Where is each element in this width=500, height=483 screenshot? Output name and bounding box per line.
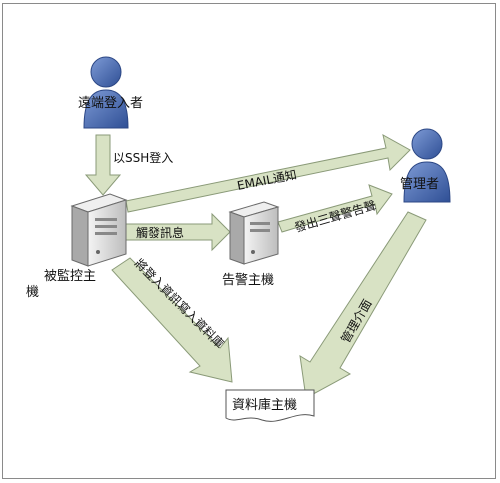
trigger-message-label: 觸發訊息 — [136, 225, 184, 240]
monitored-host-label-line2: 機 — [26, 285, 39, 300]
ssh-login-arrow — [84, 134, 122, 196]
person-icon — [403, 128, 451, 203]
database-icon — [225, 389, 315, 422]
server-icon — [228, 201, 280, 265]
db-host-label: 資料庫主機 — [232, 398, 297, 413]
ssh-login-label: 以SSH登入 — [113, 150, 173, 165]
monitored-host-label-line1: 被監控主 — [44, 268, 96, 284]
db-host-node: 資料庫主機 — [225, 389, 315, 422]
remote-user-label: 遠端登入者 — [78, 96, 143, 111]
admin-node: 管理者 — [400, 128, 451, 203]
monitored-host-node: 被監控主 機 — [26, 193, 128, 300]
alert-host-label: 告警主機 — [222, 272, 274, 288]
mgmt-ui-arrow — [299, 211, 427, 399]
remote-user-node: 遠端登入者 — [78, 56, 143, 129]
email-notify-arrow — [125, 134, 411, 213]
write-db-arrow — [111, 257, 233, 383]
person-icon — [83, 56, 129, 129]
alert-host-node: 告警主機 — [222, 201, 280, 288]
email-notify-label: EMAIL通知 — [236, 168, 298, 193]
trigger-message-arrow — [125, 212, 231, 252]
sound-alarm-arrow — [277, 184, 393, 233]
admin-label: 管理者 — [400, 177, 439, 192]
server-icon — [70, 193, 128, 267]
